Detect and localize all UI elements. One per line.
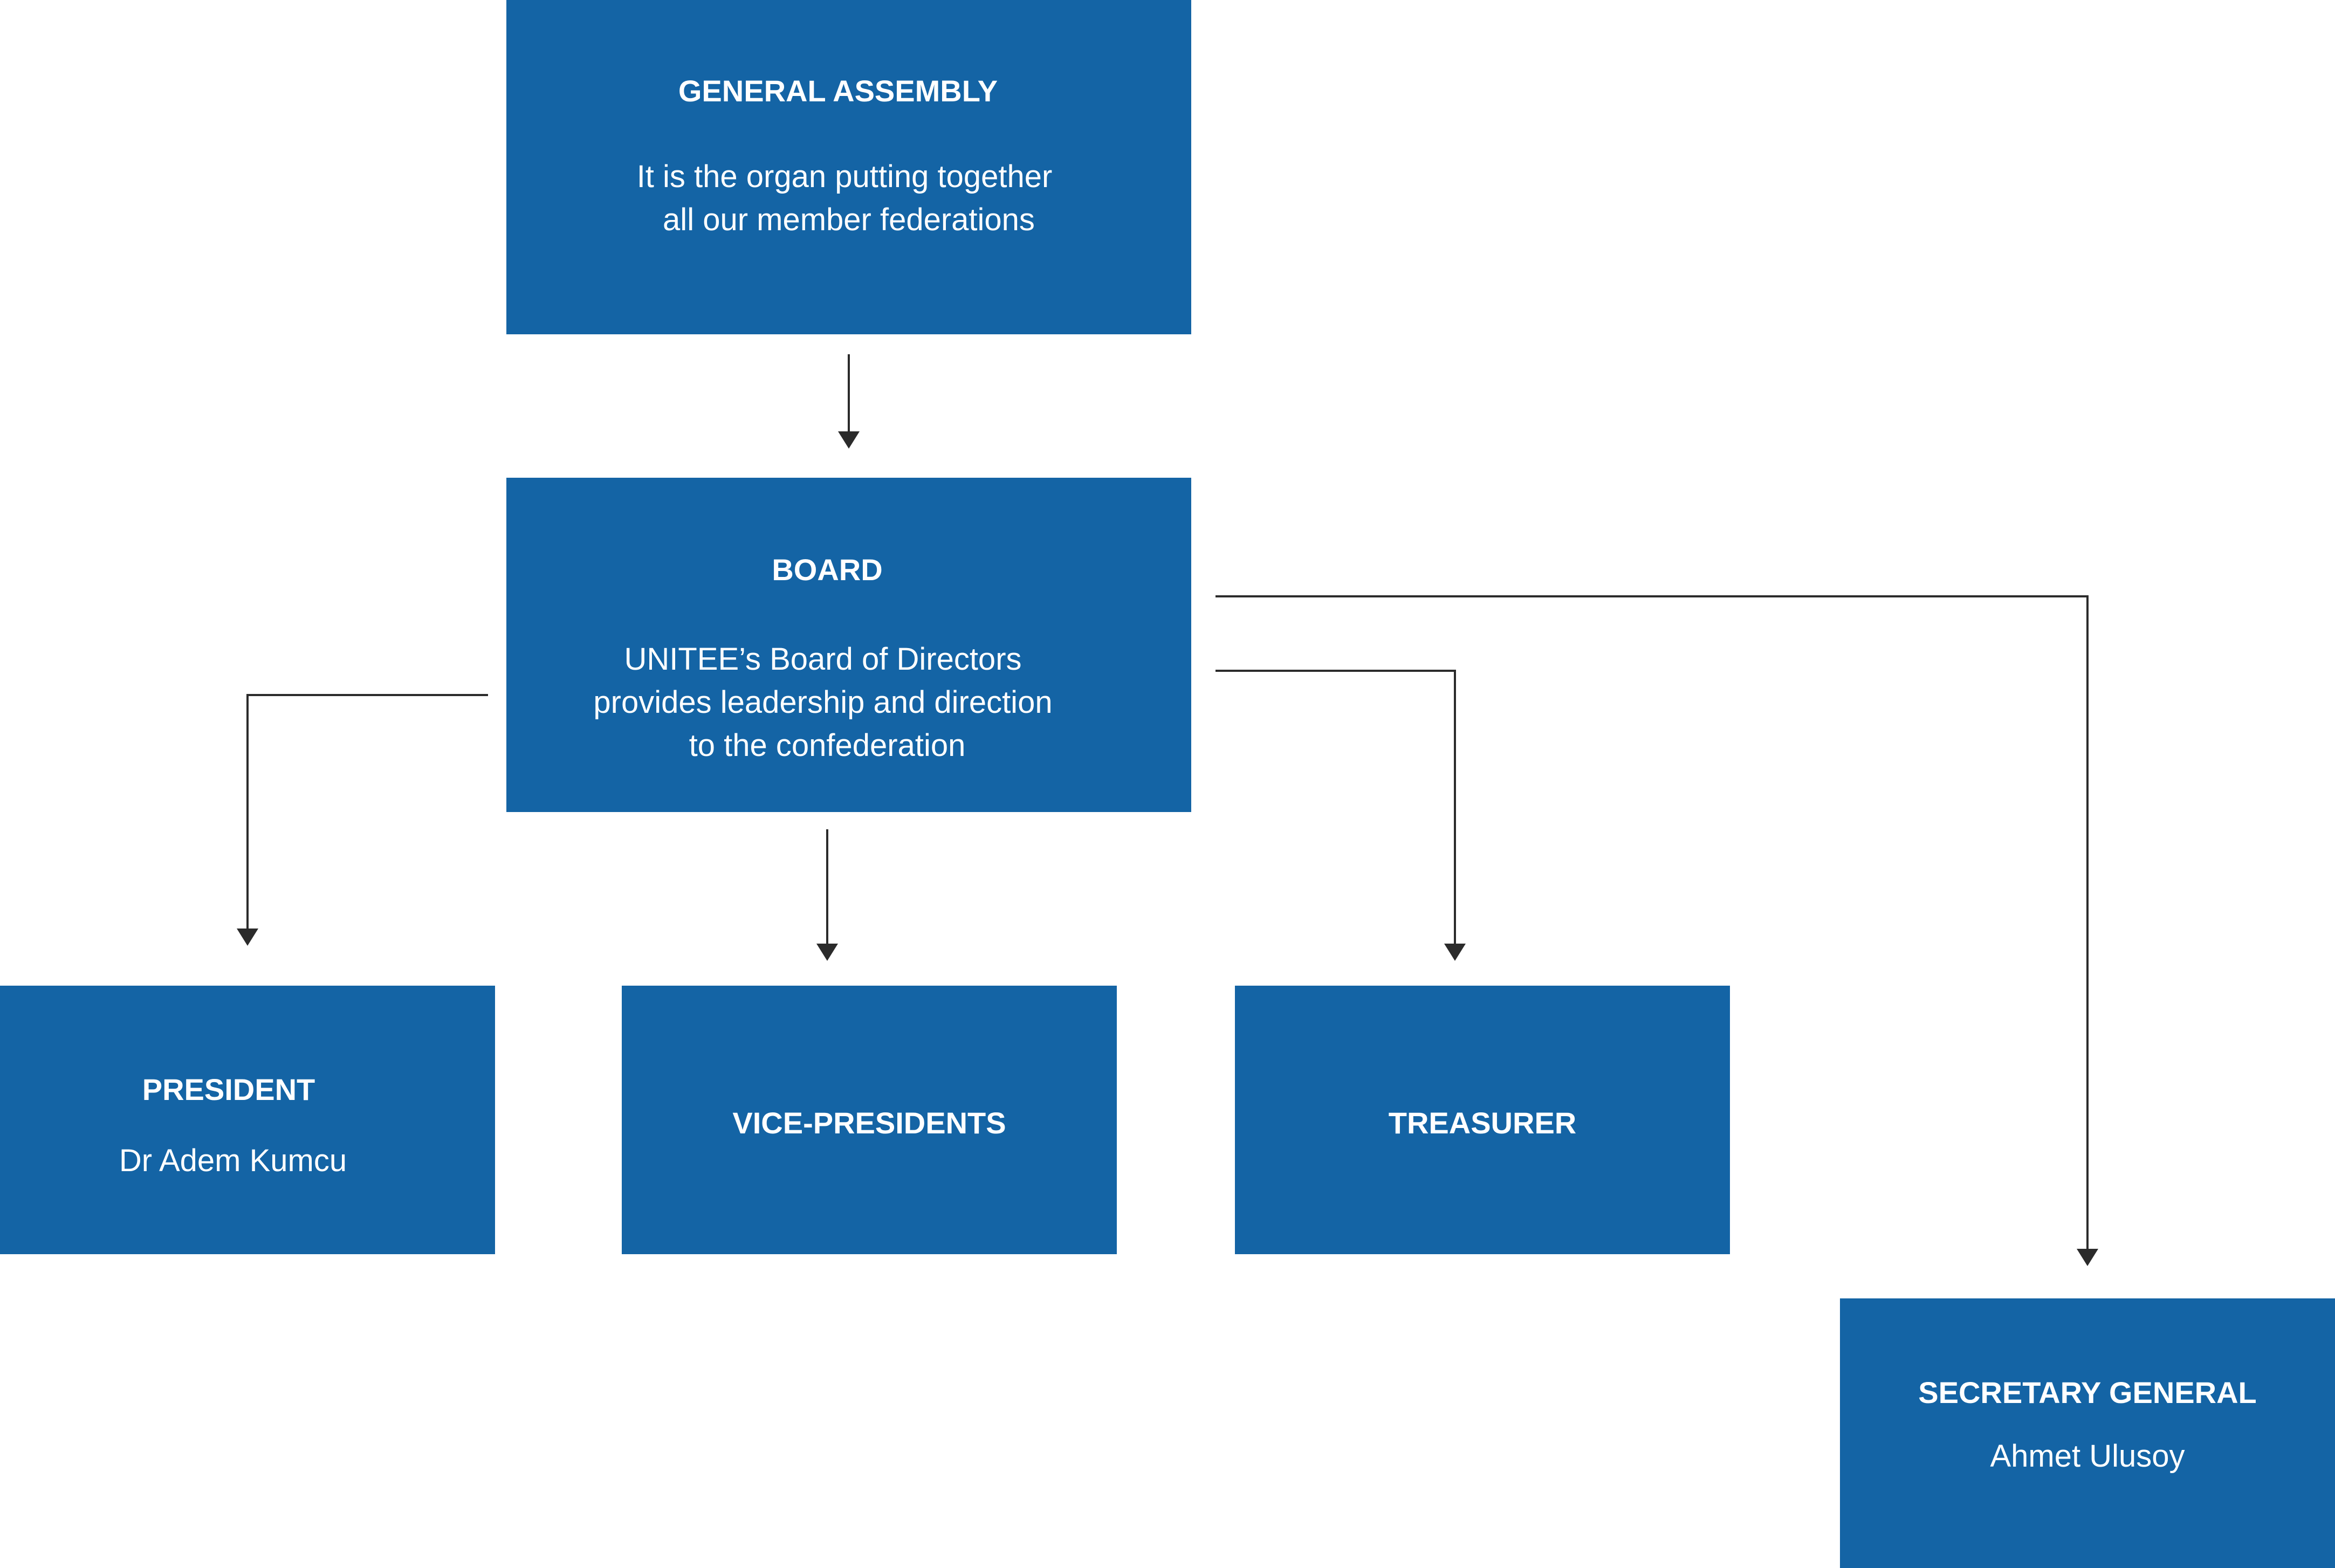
node-general-assembly: GENERAL ASSEMBLY It is the organ putting… (506, 0, 1191, 334)
node-box (506, 0, 1191, 334)
node-title: GENERAL ASSEMBLY (678, 74, 998, 108)
node-title: SECRETARY GENERAL (1918, 1376, 2256, 1409)
node-description-line: to the confederation (689, 728, 966, 763)
node-description-line: all our member federations (663, 202, 1035, 237)
node-description-line: provides leadership and direction (593, 685, 1052, 720)
node-description-line: It is the organ putting together (637, 159, 1053, 194)
node-title: TREASURER (1389, 1106, 1576, 1140)
edge-board-to-president (246, 694, 488, 929)
node-description-line: UNITEE’s Board of Directors (624, 642, 1021, 677)
arrowhead-president (237, 929, 258, 946)
arrowhead-treasurer (1444, 944, 1466, 961)
node-box (506, 478, 1191, 812)
node-board: BOARD UNITEE’s Board of Directors provid… (506, 478, 1191, 812)
node-title: VICE-PRESIDENTS (732, 1106, 1006, 1140)
node-box (622, 986, 1117, 1254)
node-title: PRESIDENT (142, 1072, 315, 1106)
node-treasurer: TREASURER (1235, 986, 1730, 1254)
node-secretary-general: SECRETARY GENERAL Ahmet Ulusoy (1840, 1298, 2335, 1568)
node-vice-presidents: VICE-PRESIDENTS (622, 986, 1117, 1254)
connectors (237, 354, 2098, 1266)
node-person-name: Ahmet Ulusoy (1990, 1439, 2185, 1474)
edge-board-to-treasurer (1215, 670, 1456, 944)
node-box (0, 986, 495, 1254)
node-president: PRESIDENT Dr Adem Kumcu (0, 986, 495, 1254)
arrowhead-secretary-general (2077, 1249, 2098, 1266)
node-box (1840, 1298, 2335, 1568)
node-title: BOARD (772, 553, 882, 587)
node-person-name: Dr Adem Kumcu (119, 1143, 347, 1178)
arrowhead-board (838, 431, 860, 449)
node-box (1235, 986, 1730, 1254)
arrowhead-vice-presidents (816, 944, 838, 961)
edge-board-to-secretary-general (1215, 595, 2089, 1249)
